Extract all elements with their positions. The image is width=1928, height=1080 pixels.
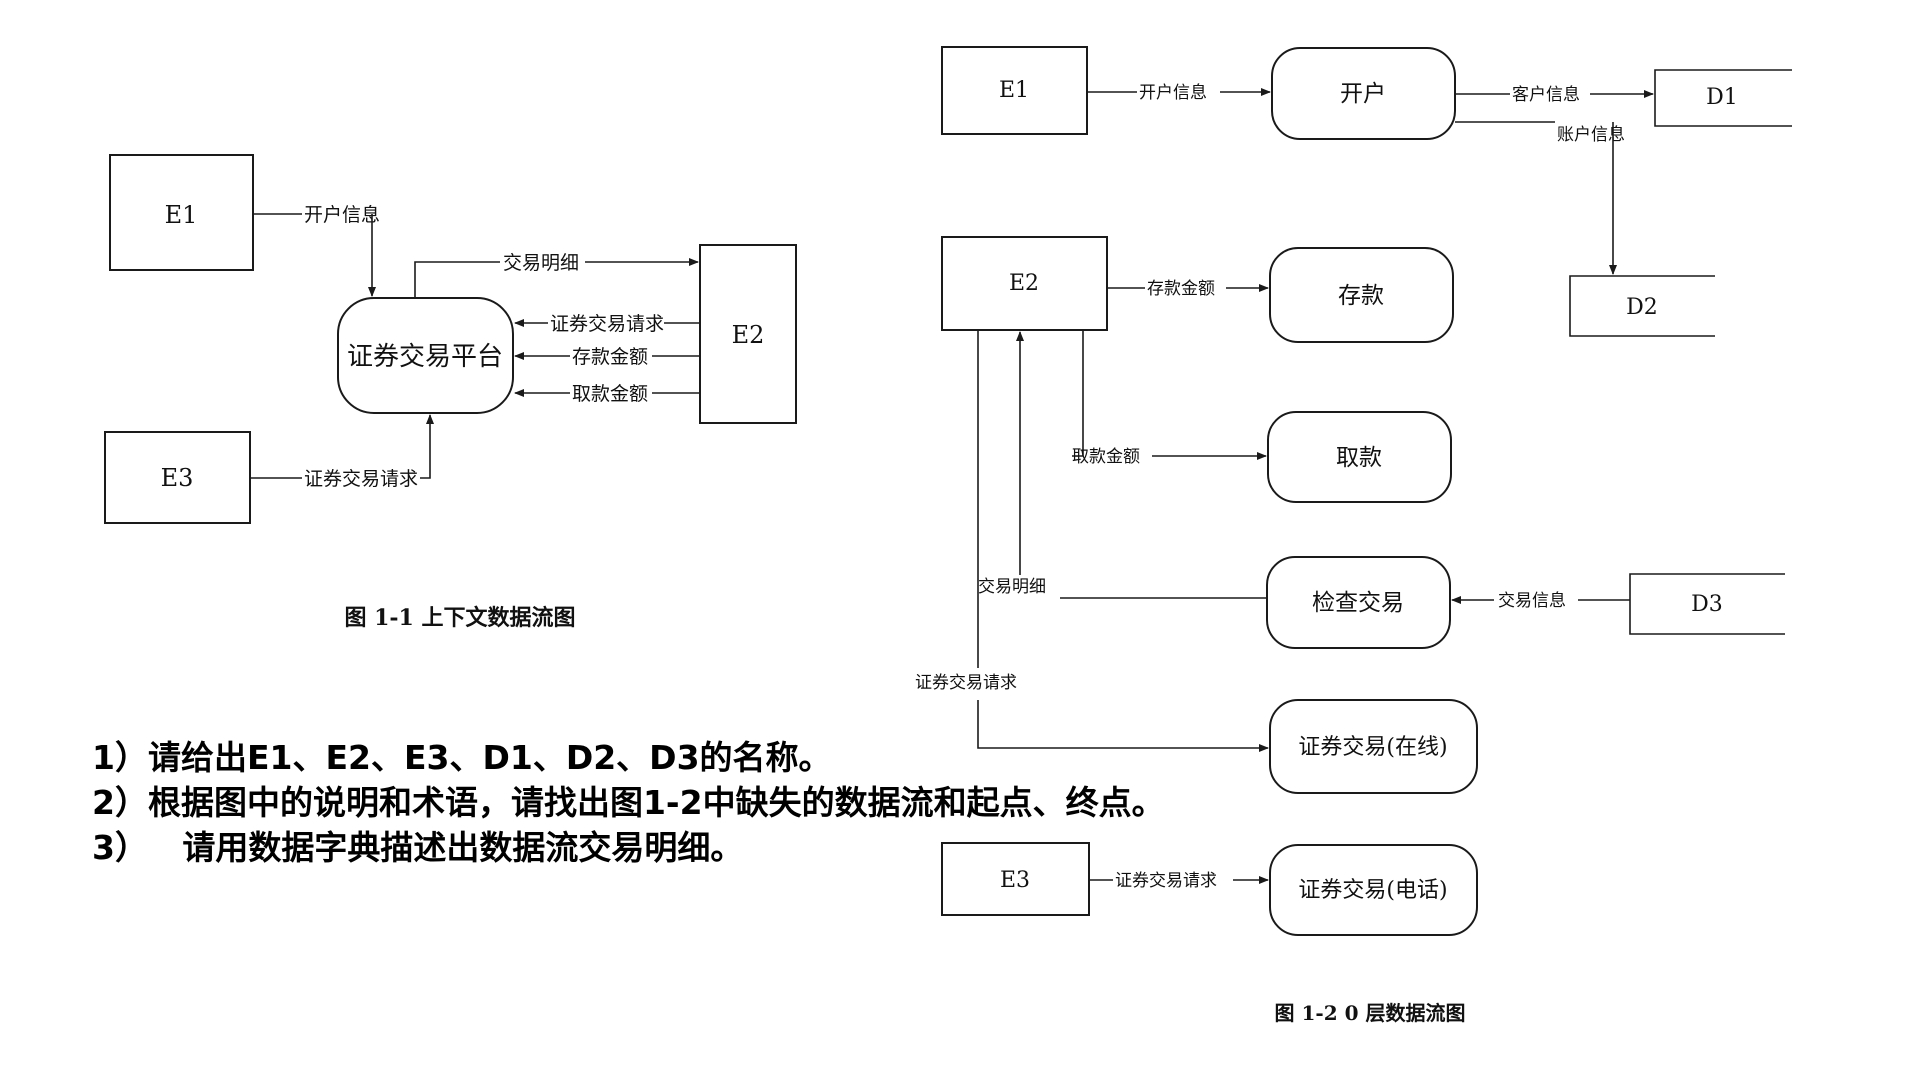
flow-req-label: 证券交易请求 <box>550 313 664 335</box>
flow-trade-info-label: 交易信息 <box>1498 591 1566 611</box>
entity-e3 <box>941 842 1090 916</box>
entity-e1-label: E1 <box>165 201 198 229</box>
process-withdraw <box>1267 411 1452 503</box>
question-list: 1）请给出E1、E2、E3、D1、D2、D3的名称。 2）根据图中的说明和术语，… <box>92 735 1165 870</box>
process-check-trade <box>1266 556 1451 649</box>
flow-req-e3-label: 证券交易请求 <box>304 468 418 490</box>
store-d2 <box>1569 275 1715 337</box>
flow-deposit-label: 存款金额 <box>1147 279 1215 299</box>
process-trade-phone <box>1269 844 1478 936</box>
entity-e2 <box>699 244 797 424</box>
store-d1-label: D1 <box>1706 85 1738 110</box>
process-trade-online-label: 证券交易(在线) <box>1298 735 1447 760</box>
figure-1-2: E1 E2 E3 D1 D2 D3 开户 存款 取款 检查交易 证券交易(在线)… <box>915 46 1792 1025</box>
flow-withdraw-label: 取款金额 <box>572 383 648 405</box>
flow-deposit-label: 存款金额 <box>572 346 648 368</box>
store-d2-label: D2 <box>1626 295 1658 320</box>
flow-req-online-arrow <box>977 700 1269 752</box>
entity-e3 <box>104 431 251 524</box>
flow-req-online-label: 证券交易请求 <box>915 673 1017 693</box>
flow-detail-seg <box>414 261 500 298</box>
process-trading-platform <box>337 297 514 414</box>
flow-detail-label: 交易明细 <box>503 252 579 274</box>
process-trade-online <box>1269 699 1478 794</box>
flow-detail-label: 交易明细 <box>978 577 1046 597</box>
entity-e3-label: E3 <box>1000 868 1030 893</box>
store-d1 <box>1654 69 1792 127</box>
entity-e1-label: E1 <box>999 78 1029 103</box>
flow-req-phone-label: 证券交易请求 <box>1115 871 1217 891</box>
entity-e2-label: E2 <box>1009 271 1039 296</box>
process-withdraw-label: 取款 <box>1336 445 1382 471</box>
process-trading-platform-label: 证券交易平台 <box>347 342 503 372</box>
question-3: 3） 请用数据字典描述出数据流交易明细。 <box>92 828 744 867</box>
store-d3-label: D3 <box>1691 592 1723 617</box>
flow-customer-label: 客户信息 <box>1512 85 1580 105</box>
flow-open-info-label: 开户信息 <box>304 204 380 226</box>
store-d3 <box>1629 573 1785 635</box>
figure-1-1: E1 E2 E3 证券交易平台 开户信息 交易明细 证券交易请求 存款金额 取款… <box>104 154 797 631</box>
process-deposit-label: 存款 <box>1338 283 1384 309</box>
flow-open-info-label: 开户信息 <box>1139 83 1207 103</box>
entity-e2-label: E2 <box>732 321 765 349</box>
flow-withdraw-seg1 <box>1072 330 1084 457</box>
process-check-trade-label: 检查交易 <box>1312 590 1404 616</box>
question-1: 1）请给出E1、E2、E3、D1、D2、D3的名称。 <box>92 738 832 777</box>
flow-account-label: 账户信息 <box>1557 125 1625 145</box>
flow-req-e3-arrow <box>420 414 434 479</box>
process-trade-phone-label: 证券交易(电话) <box>1298 878 1447 903</box>
figure-1-2-caption: 图 1-2 0 层数据流图 <box>1275 1001 1466 1025</box>
process-deposit <box>1269 247 1454 343</box>
entity-e3-label: E3 <box>161 464 194 492</box>
process-open-account-label: 开户 <box>1340 81 1386 107</box>
entity-e2 <box>941 236 1108 331</box>
question-2: 2）根据图中的说明和术语，请找出图1-2中缺失的数据流和起点、终点。 <box>92 783 1165 822</box>
figure-1-1-caption: 图 1-1 上下文数据流图 <box>344 605 575 631</box>
entity-e1 <box>941 46 1088 135</box>
flow-withdraw-label: 取款金额 <box>1072 447 1140 467</box>
entity-e1 <box>109 154 254 271</box>
